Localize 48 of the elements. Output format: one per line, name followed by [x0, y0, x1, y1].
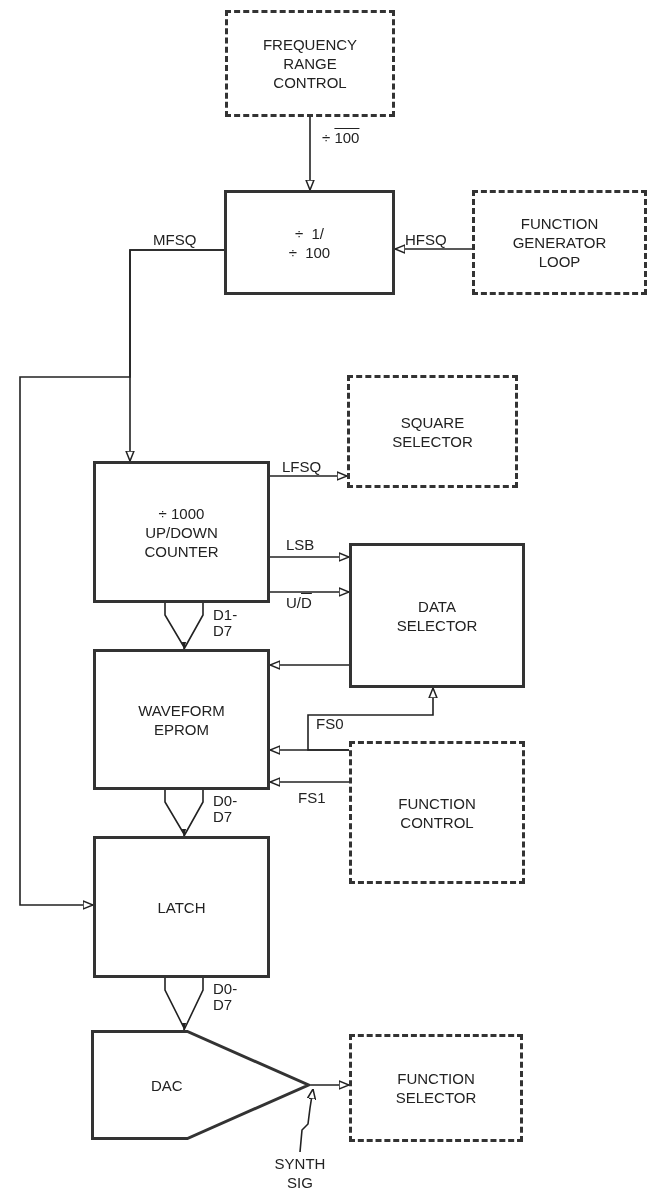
signal-label: ÷ 100 [322, 130, 360, 146]
external-block [347, 375, 518, 488]
signal-label: FS1 [298, 790, 326, 806]
signal-label: HFSQ [405, 232, 447, 248]
arrow [269, 587, 350, 597]
block [93, 649, 270, 790]
arrow [307, 687, 438, 751]
arrow [299, 1088, 317, 1153]
external-block [472, 190, 647, 295]
signal-label: U/D [286, 595, 312, 611]
block-label: SQUARE SELECTOR [391, 412, 474, 451]
arrow [269, 777, 350, 787]
signal-label: LFSQ [282, 459, 322, 475]
block-label: ÷ 1/ ÷ 100 [287, 223, 332, 262]
arrow [305, 116, 315, 191]
signal-label: D1- D7 [213, 607, 239, 639]
external-block [225, 10, 395, 117]
bus-arrow [164, 602, 204, 650]
external-block [349, 1034, 523, 1142]
arrow [269, 471, 348, 481]
block-label: DATA SELECTOR [395, 596, 479, 635]
block-label: WAVEFORM EPROM [137, 700, 226, 739]
block-label: FUNCTION CONTROL [397, 793, 477, 832]
dac-block [91, 1030, 310, 1140]
block-label: FREQUENCY RANGE CONTROL [261, 35, 359, 92]
block [224, 190, 395, 295]
arrow [394, 244, 473, 254]
external-block [349, 741, 525, 884]
signal-label: D0- D7 [213, 793, 239, 825]
block-label: SYNTH SIG [273, 1154, 327, 1192]
block [349, 543, 525, 688]
block [93, 461, 270, 603]
block-label: LATCH [157, 897, 206, 917]
arrow [269, 660, 350, 670]
block [93, 836, 270, 978]
arrow [19, 249, 225, 910]
block-label: FUNCTION SELECTOR [394, 1069, 478, 1107]
bus-arrow [164, 977, 204, 1031]
block-label: FUNCTION GENERATOR LOOP [511, 214, 608, 271]
bus-arrow [164, 789, 204, 837]
signal-label: LSB [286, 537, 315, 553]
signal-label: D0- D7 [213, 981, 239, 1013]
arrow [309, 1080, 350, 1090]
block-label: DAC [151, 1075, 183, 1095]
arrow [269, 552, 350, 562]
signal-label: MFSQ [153, 232, 197, 248]
block-label: ÷ 1000 UP/DOWN COUNTER [143, 503, 220, 561]
signal-label: FS0 [316, 716, 344, 732]
